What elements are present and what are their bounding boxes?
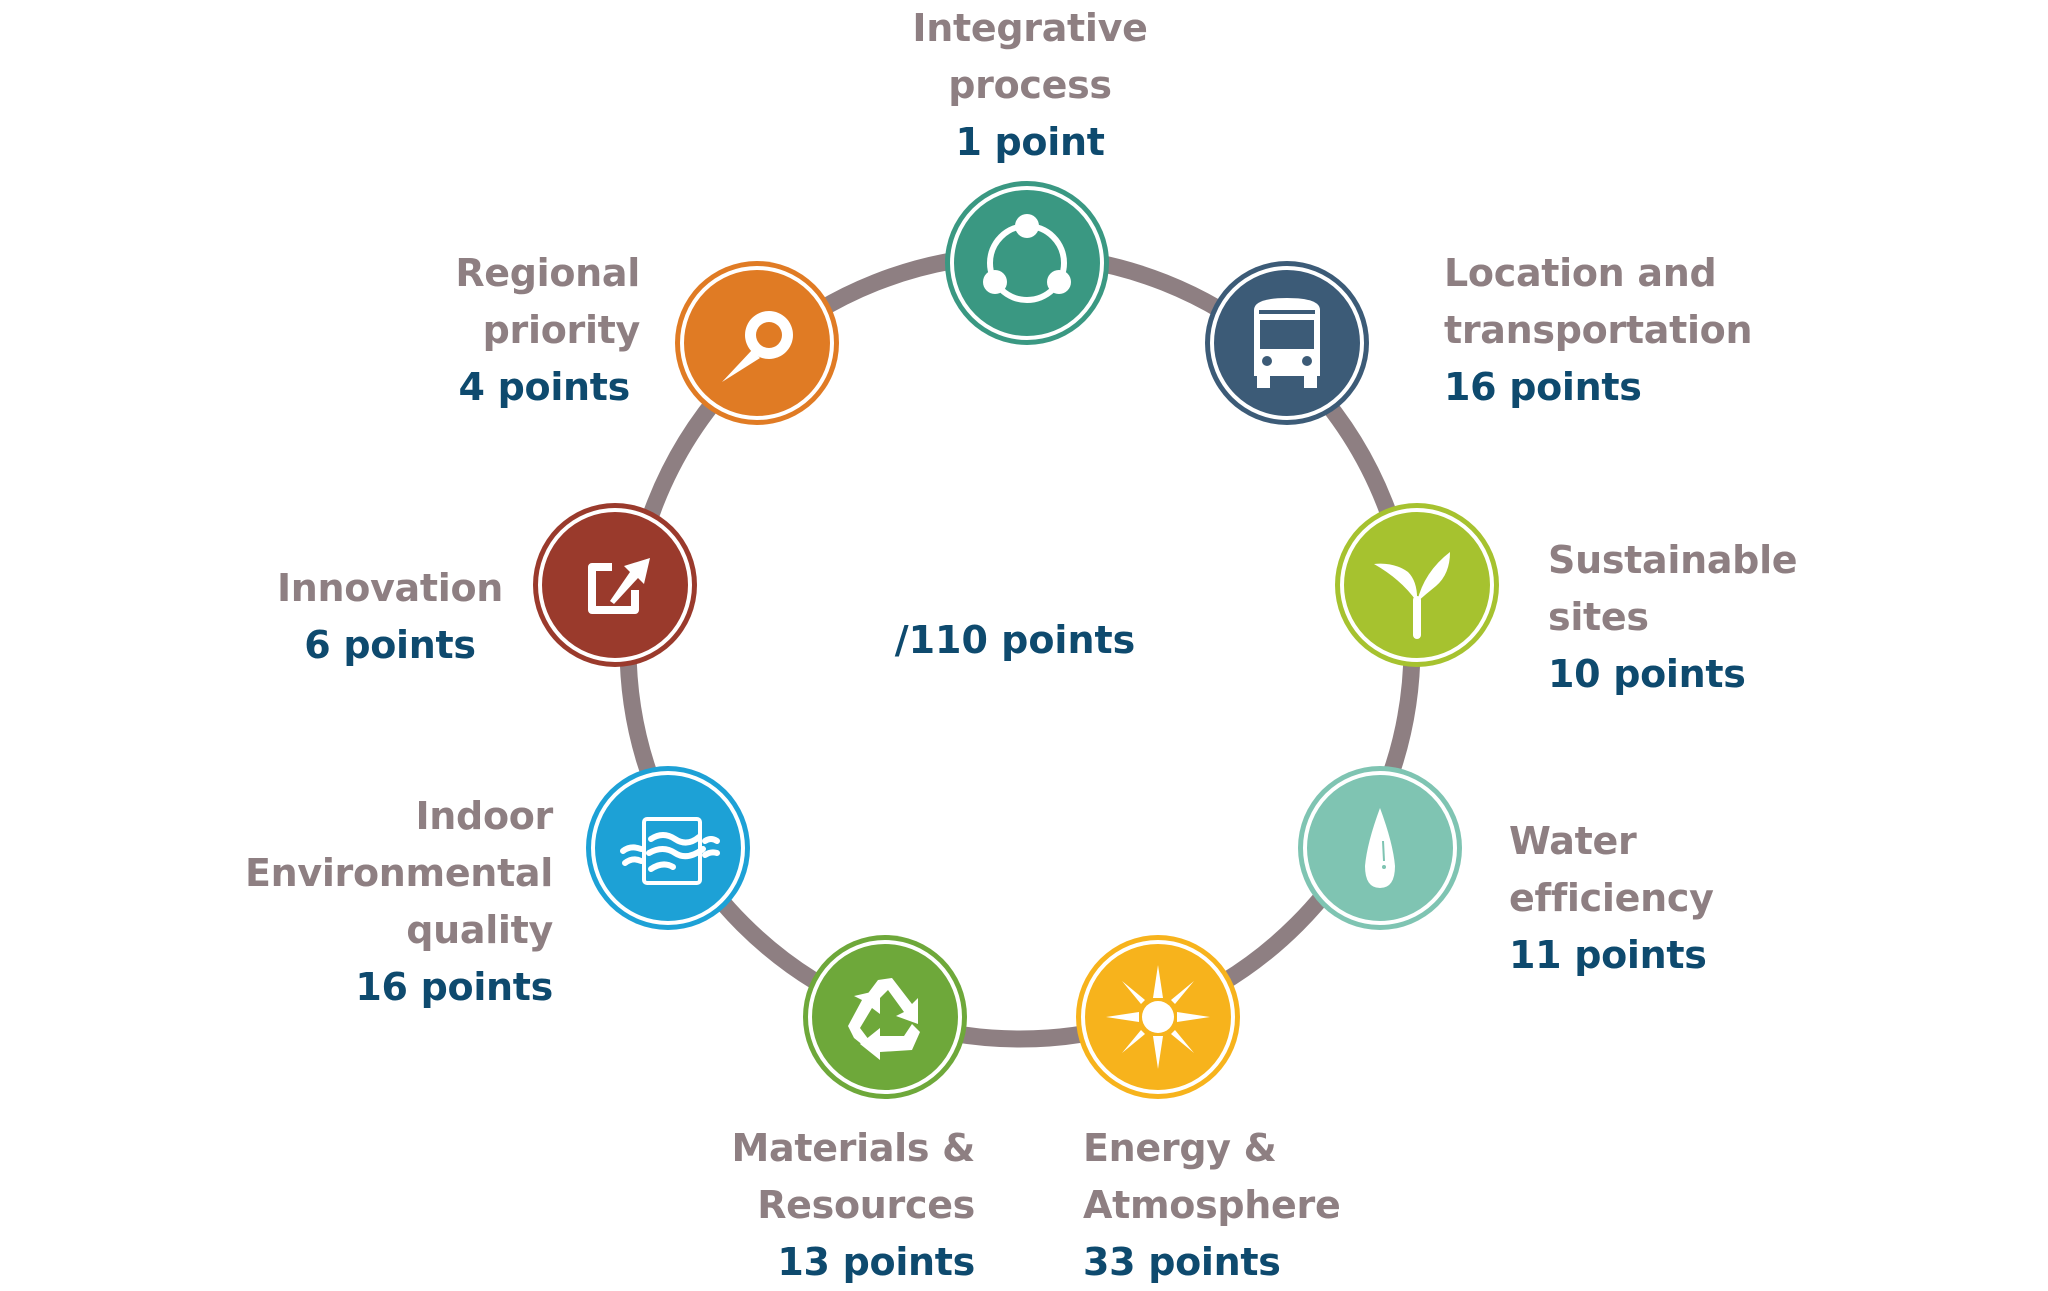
category-points: 16 points bbox=[355, 965, 553, 1009]
air-filter-icon bbox=[586, 766, 750, 930]
category-name: Innovation bbox=[276, 566, 504, 610]
category-points: 11 points bbox=[1509, 933, 1707, 977]
category-name: Regional bbox=[455, 251, 640, 295]
category-name: Indoor bbox=[415, 794, 553, 838]
label-materials-resources: Materials & Resources 13 points bbox=[640, 1120, 975, 1291]
node-innovation bbox=[530, 500, 700, 670]
category-name: efficiency bbox=[1509, 876, 1714, 920]
category-name: Resources bbox=[757, 1183, 975, 1227]
category-points: 16 points bbox=[1444, 365, 1642, 409]
water-drop-icon bbox=[1298, 766, 1462, 930]
label-energy-atmosphere: Energy & Atmosphere 33 points bbox=[1083, 1120, 1341, 1291]
category-points: 33 points bbox=[1083, 1240, 1281, 1284]
category-name: Sustainable bbox=[1548, 538, 1798, 582]
label-innovation: Innovation 6 points bbox=[270, 560, 510, 674]
category-points: 4 points bbox=[458, 365, 631, 409]
bus-icon bbox=[1205, 261, 1369, 425]
category-points: 1 point bbox=[955, 120, 1105, 164]
node-materials-resources bbox=[800, 932, 970, 1102]
category-name: Location and bbox=[1444, 251, 1717, 295]
total-points-label: /110 points bbox=[894, 618, 1136, 662]
label-location-transportation: Location and transportation 16 points bbox=[1444, 245, 1753, 416]
category-name: sites bbox=[1548, 595, 1649, 639]
category-points: 13 points bbox=[777, 1240, 975, 1284]
category-name: Materials & bbox=[731, 1126, 975, 1170]
label-integrative-process: Integrative process 1 point bbox=[880, 0, 1180, 171]
node-sustainable-sites bbox=[1332, 500, 1502, 670]
label-indoor-environmental-quality: Indoor Environmental quality 16 points bbox=[200, 788, 553, 1016]
sun-icon bbox=[1076, 935, 1240, 1099]
node-integrative-process bbox=[942, 178, 1112, 348]
category-name: priority bbox=[482, 308, 641, 352]
category-name: Energy & bbox=[1083, 1126, 1277, 1170]
node-energy-atmosphere bbox=[1073, 932, 1243, 1102]
category-name: process bbox=[948, 63, 1112, 107]
category-name: Integrative bbox=[912, 6, 1148, 50]
category-name: transportation bbox=[1444, 308, 1753, 352]
sprout-icon bbox=[1335, 503, 1499, 667]
node-indoor-environmental-quality bbox=[583, 763, 753, 933]
category-name: quality bbox=[406, 908, 553, 952]
category-name: Atmosphere bbox=[1083, 1183, 1341, 1227]
map-pin-icon bbox=[675, 261, 839, 425]
label-sustainable-sites: Sustainable sites 10 points bbox=[1548, 532, 1798, 703]
node-regional-priority bbox=[672, 258, 842, 428]
label-water-efficiency: Water efficiency 11 points bbox=[1509, 813, 1714, 984]
external-arrow-icon bbox=[533, 503, 697, 667]
category-name: Environmental bbox=[244, 851, 553, 895]
integrative-network-icon bbox=[945, 181, 1109, 345]
label-regional-priority: Regional priority 4 points bbox=[380, 245, 640, 416]
category-name: Water bbox=[1509, 819, 1637, 863]
node-water-efficiency bbox=[1295, 763, 1465, 933]
category-points: 6 points bbox=[304, 623, 476, 667]
recycle-icon bbox=[803, 935, 967, 1099]
category-points: 10 points bbox=[1548, 652, 1746, 696]
node-location-transportation bbox=[1202, 258, 1372, 428]
